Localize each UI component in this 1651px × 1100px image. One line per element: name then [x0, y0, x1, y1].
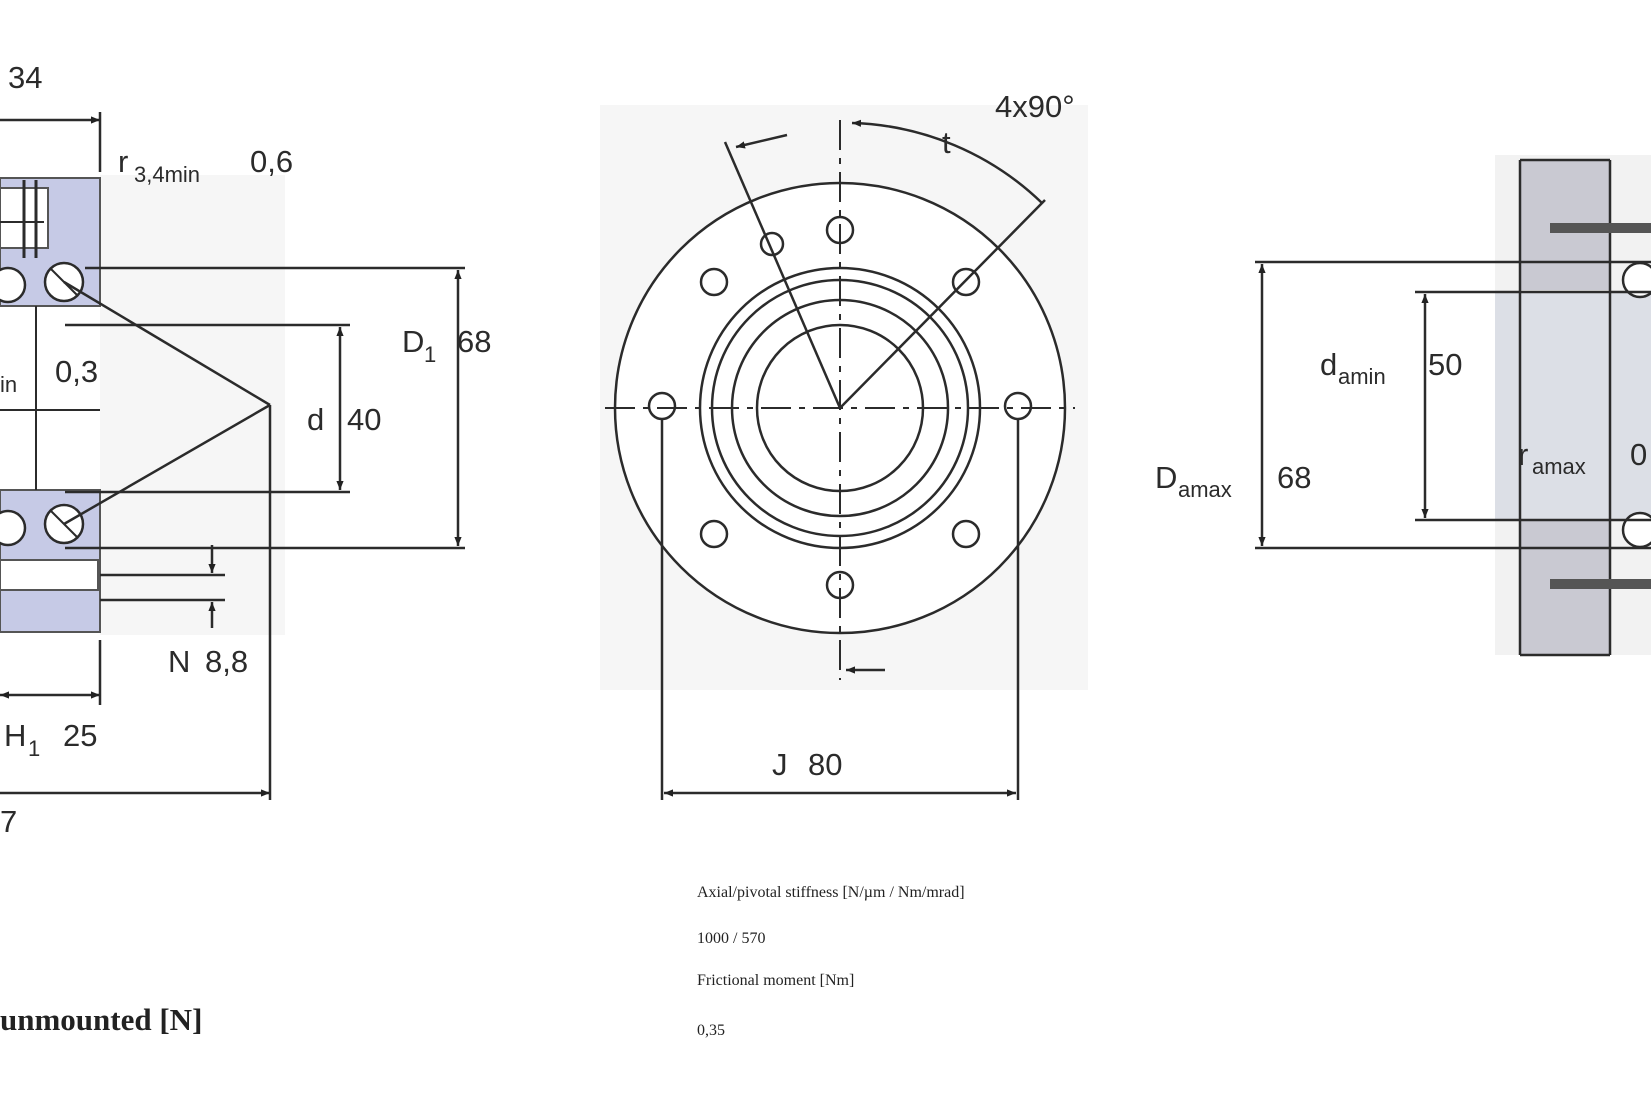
N-symbol: N [168, 644, 190, 679]
D1-subscript: 1 [424, 342, 436, 367]
r-min-fragment: in [0, 372, 17, 397]
right-view-labels: d amin 50 D amax 68 r amax 0 [1155, 347, 1647, 502]
damin-value: 50 [1428, 347, 1462, 382]
r-min-value: 0,3 [55, 354, 98, 389]
D1-value: 68 [457, 324, 491, 359]
H1-symbol: H [4, 718, 26, 753]
H1-value: 25 [63, 718, 97, 753]
N-value: 8,8 [205, 644, 248, 679]
front-view-labels: 4x90° t J 80 [772, 89, 1075, 782]
r34-subscript: 3,4min [134, 162, 200, 187]
stiffness-label: Axial/pivotal stiffness [N/µm / Nm/mrad] [697, 884, 965, 901]
ramax-subscript: amax [1532, 454, 1586, 479]
r34-symbol: r [118, 144, 128, 179]
damin-symbol: d [1320, 347, 1337, 382]
dim-34: 34 [8, 60, 42, 95]
Damax-symbol: D [1155, 460, 1177, 495]
ramax-fragment: 0 [1630, 437, 1647, 472]
front-view [600, 105, 1088, 800]
left-section-view [0, 112, 465, 800]
damin-subscript: amin [1338, 364, 1386, 389]
ramax-symbol: r [1518, 437, 1528, 472]
r34-value: 0,6 [250, 144, 293, 179]
d-value: 40 [347, 402, 381, 437]
Damax-value: 68 [1277, 460, 1311, 495]
right-mounting-view [1255, 155, 1651, 657]
left-view-labels: 34 r 3,4min 0,6 D 1 68 in 0,3 d 40 N 8,8… [0, 60, 491, 839]
friction-value: 0,35 [697, 1022, 725, 1039]
H1-subscript: 1 [28, 736, 40, 761]
fragment-7: 7 [0, 804, 17, 839]
angle-label: 4x90° [995, 89, 1075, 124]
unmounted-load-label-fragment: unmounted [N] [0, 1002, 203, 1037]
t-symbol: t [942, 125, 951, 160]
d-symbol: d [307, 402, 324, 437]
stiffness-value: 1000 / 570 [697, 930, 766, 947]
J-symbol: J [772, 747, 788, 782]
D1-symbol: D [402, 324, 424, 359]
J-value: 80 [808, 747, 842, 782]
Damax-subscript: amax [1178, 477, 1232, 502]
friction-label: Frictional moment [Nm] [697, 972, 855, 989]
